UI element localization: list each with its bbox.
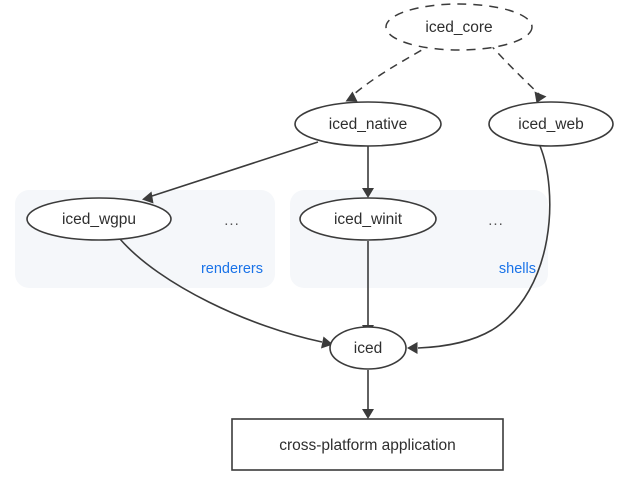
node-iced-label: iced — [354, 340, 382, 357]
cluster-shells-ellipsis: ... — [488, 212, 504, 229]
node-iced_core-label: iced_core — [425, 19, 492, 36]
node-iced_web-label: iced_web — [518, 116, 584, 133]
node-iced_winit-label: iced_winit — [334, 211, 403, 228]
node-iced_web-shape[interactable] — [488, 101, 614, 147]
node-iced_winit[interactable]: iced_winit — [299, 197, 437, 241]
node-iced_wgpu-label: iced_wgpu — [62, 211, 136, 228]
node-iced_winit-shape[interactable] — [299, 197, 437, 241]
edge-iced_core-to-iced_native — [345, 42, 434, 102]
node-iced_core-shape[interactable] — [385, 3, 533, 51]
edge-iced_core-to-iced_web — [488, 42, 547, 103]
node-iced_web[interactable]: iced_web — [488, 101, 614, 147]
node-iced_native[interactable]: iced_native — [294, 101, 442, 147]
node-iced-shape[interactable] — [329, 326, 407, 370]
node-iced_wgpu[interactable]: iced_wgpu — [26, 197, 172, 241]
edge-iced_web-to-iced — [407, 145, 551, 354]
edge-iced_native-to-iced_winit — [362, 146, 374, 198]
edge-iced-to-application — [362, 370, 374, 419]
node-iced[interactable]: iced — [329, 326, 407, 370]
node-cross-platform-application[interactable]: cross-platform application — [231, 418, 504, 471]
cluster-renderers-ellipsis: ... — [224, 212, 240, 229]
node-application-shape[interactable] — [231, 418, 504, 471]
cluster-shells-label: shells — [499, 261, 536, 277]
node-iced_core[interactable]: iced_core — [385, 3, 533, 51]
node-application-label: cross-platform application — [279, 437, 456, 454]
node-iced_wgpu-shape[interactable] — [26, 197, 172, 241]
node-iced_native-label: iced_native — [329, 116, 407, 133]
node-iced_native-shape[interactable] — [294, 101, 442, 147]
cluster-renderers-label: renderers — [201, 261, 263, 277]
edge-iced_native-to-iced_wgpu — [142, 141, 319, 204]
